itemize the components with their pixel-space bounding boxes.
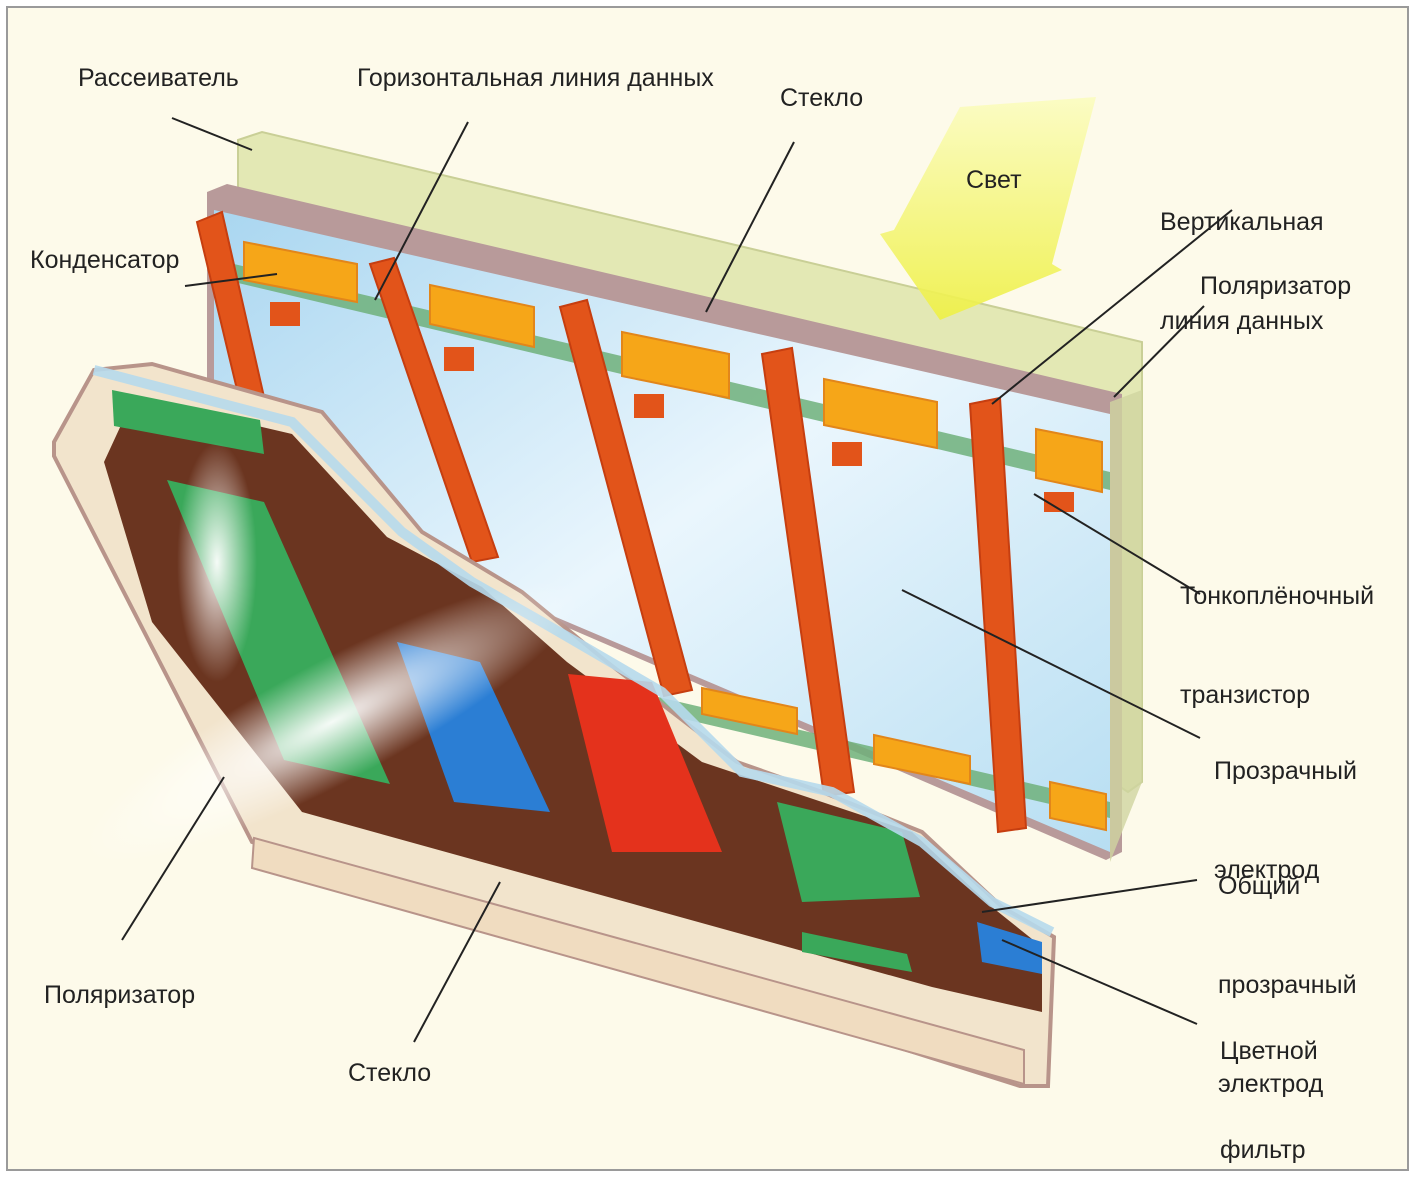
- leader-color-filter: [1001, 939, 1198, 1025]
- blue-filter-right: [977, 922, 1042, 974]
- vertical-data-line: [760, 346, 856, 798]
- label-polarizer-left: Поляризатор: [44, 981, 196, 1009]
- tft-pad: [832, 442, 862, 466]
- leader-glass-bottom: [413, 881, 501, 1043]
- label-vertical-data-line-line2: линия данных: [1160, 307, 1324, 335]
- label-color-filter: Цветной фильтр: [1220, 969, 1318, 1169]
- vertical-data-line: [968, 396, 1028, 834]
- label-vertical-data-line-line1: Вертикальная: [1160, 208, 1324, 236]
- label-common-electrode-line3: электрод: [1218, 1070, 1324, 1098]
- label-vertical-data-line: Вертикальная линия данных: [1160, 140, 1324, 371]
- diagram-frame: Рассеиватель Горизонтальная линия данных…: [6, 6, 1409, 1171]
- leader-vertical-data-line: [991, 209, 1233, 405]
- label-horizontal-data-line: Горизонтальная линия данных: [357, 64, 714, 92]
- label-transparent-electrode: Прозрачный электрод: [1214, 689, 1357, 920]
- glare-highlight: [83, 580, 581, 864]
- label-tft-line2: транзистор: [1180, 681, 1310, 709]
- lcd-structure-diagram: [52, 97, 1233, 1088]
- back-panel-edge: [1110, 390, 1142, 862]
- vertical-data-line: [558, 298, 694, 698]
- leader-horizontal-data-line: [374, 121, 469, 301]
- leader-polarizer-right: [1113, 305, 1205, 398]
- label-common-electrode-line1: Общий: [1218, 872, 1301, 900]
- label-light: Свет: [966, 166, 1022, 194]
- leader-capacitor: [184, 273, 278, 287]
- capacitor-block: [873, 733, 971, 786]
- leader-diffuser: [171, 117, 253, 151]
- green-filter-top: [112, 390, 264, 454]
- label-transparent-electrode-line2: электрод: [1214, 856, 1320, 884]
- leader-transparent-electrode: [901, 589, 1201, 739]
- label-capacitor: Конденсатор: [30, 246, 180, 274]
- common-electrode-edge: [92, 365, 1055, 937]
- green-filter-bottom: [802, 932, 912, 972]
- capacitor-block: [243, 240, 358, 304]
- tft-pad: [634, 394, 664, 418]
- label-color-filter-line1: Цветной: [1220, 1037, 1318, 1065]
- tft-pad: [444, 347, 474, 371]
- label-transparent-electrode-line1: Прозрачный: [1214, 757, 1357, 785]
- leader-glass-top: [705, 141, 795, 313]
- label-diffuser: Рассеиватель: [78, 64, 239, 92]
- tft-pad: [1044, 492, 1074, 512]
- capacitor-block: [429, 283, 535, 349]
- electrode-plane: [214, 210, 1110, 852]
- front-glass-rim: [250, 836, 1025, 1086]
- label-glass-bottom: Стекло: [348, 1059, 432, 1087]
- light-arrow: [880, 97, 1096, 320]
- glare-highlight: [177, 442, 257, 682]
- label-polarizer-right: Поляризатор: [1200, 272, 1352, 300]
- capacitor-block: [1035, 427, 1103, 494]
- leader-polarizer-left: [121, 776, 225, 941]
- green-filter-right: [777, 802, 920, 902]
- capacitor-block: [621, 330, 730, 400]
- label-tft-line1: Тонкоплёночный: [1180, 582, 1375, 610]
- label-common-electrode-line2: прозрачный: [1218, 971, 1357, 999]
- vertical-data-line: [368, 256, 500, 564]
- leader-common-electrode: [981, 879, 1198, 913]
- capacitor-block: [701, 686, 798, 736]
- red-filter: [568, 674, 722, 852]
- label-color-filter-line2: фильтр: [1220, 1136, 1306, 1164]
- label-common-electrode: Общий прозрачный электрод: [1218, 804, 1357, 1134]
- capacitor-block: [823, 377, 938, 450]
- label-tft: Тонкоплёночный транзистор: [1180, 514, 1374, 745]
- label-glass-top: Стекло: [780, 84, 864, 112]
- tft-pad: [270, 302, 300, 326]
- capacitor-block: [1049, 780, 1107, 832]
- leader-tft: [1033, 493, 1201, 595]
